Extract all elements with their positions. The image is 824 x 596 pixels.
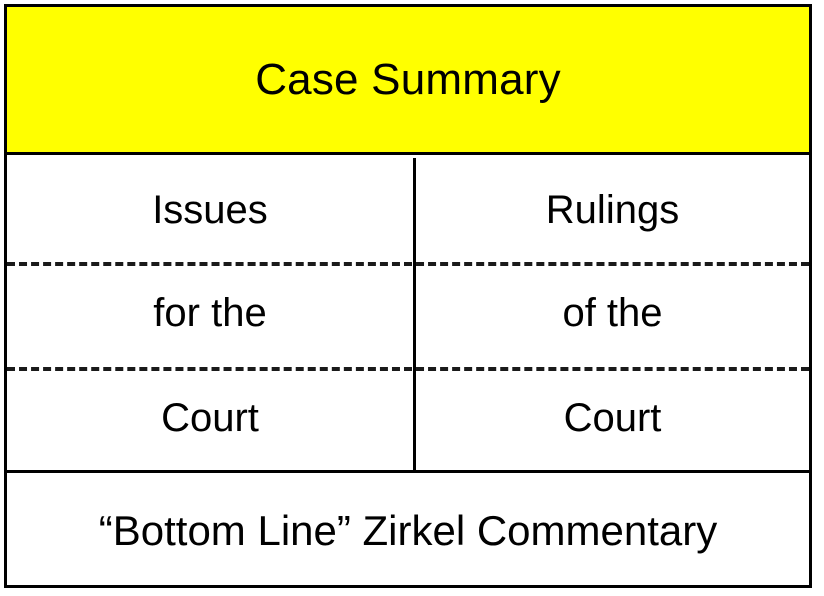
cell-issues-line-3: Court bbox=[161, 395, 259, 440]
case-summary-table: Case Summary Issues for the Court Ruling… bbox=[4, 4, 812, 588]
column-rulings: Rulings of the Court bbox=[416, 158, 809, 470]
cell-rulings-line-1: Rulings bbox=[545, 187, 680, 232]
column-issues: Issues for the Court bbox=[7, 158, 416, 470]
cell-issues-line-1: Issues bbox=[152, 187, 268, 232]
table-middle-section: Issues for the Court Rulings of the Cour… bbox=[7, 158, 809, 473]
table-footer-row: “Bottom Line” Zirkel Commentary bbox=[7, 476, 809, 585]
cell-rulings-line-3: Court bbox=[563, 395, 662, 440]
cell-issues-line-2: for the bbox=[153, 291, 267, 336]
cell-rulings-line-2: of the bbox=[562, 291, 663, 336]
table-header-band: Case Summary bbox=[7, 7, 809, 155]
header-title: Case Summary bbox=[255, 54, 561, 104]
footer-commentary-text: “Bottom Line” Zirkel Commentary bbox=[98, 506, 718, 554]
